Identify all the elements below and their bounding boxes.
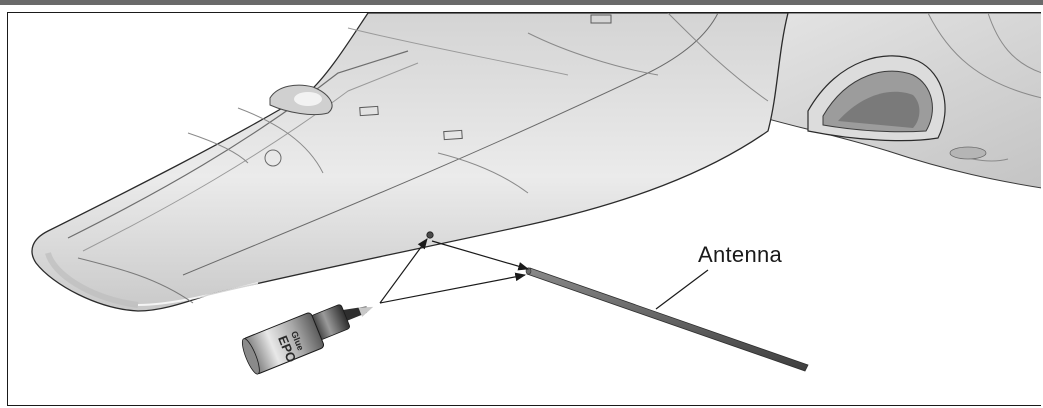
antenna-leader-line <box>655 269 709 310</box>
antenna-label: Antenna <box>698 242 783 267</box>
figure-frame: EPO Glue Antenna <box>7 12 1041 406</box>
top-rule <box>0 0 1043 5</box>
wing-illustration: EPO Glue <box>31 13 1041 375</box>
antenna-hole <box>426 231 434 239</box>
antenna-rod <box>525 267 809 372</box>
glue-bottle: EPO Glue <box>241 304 374 375</box>
arrows <box>379 238 530 304</box>
wing <box>31 13 789 312</box>
